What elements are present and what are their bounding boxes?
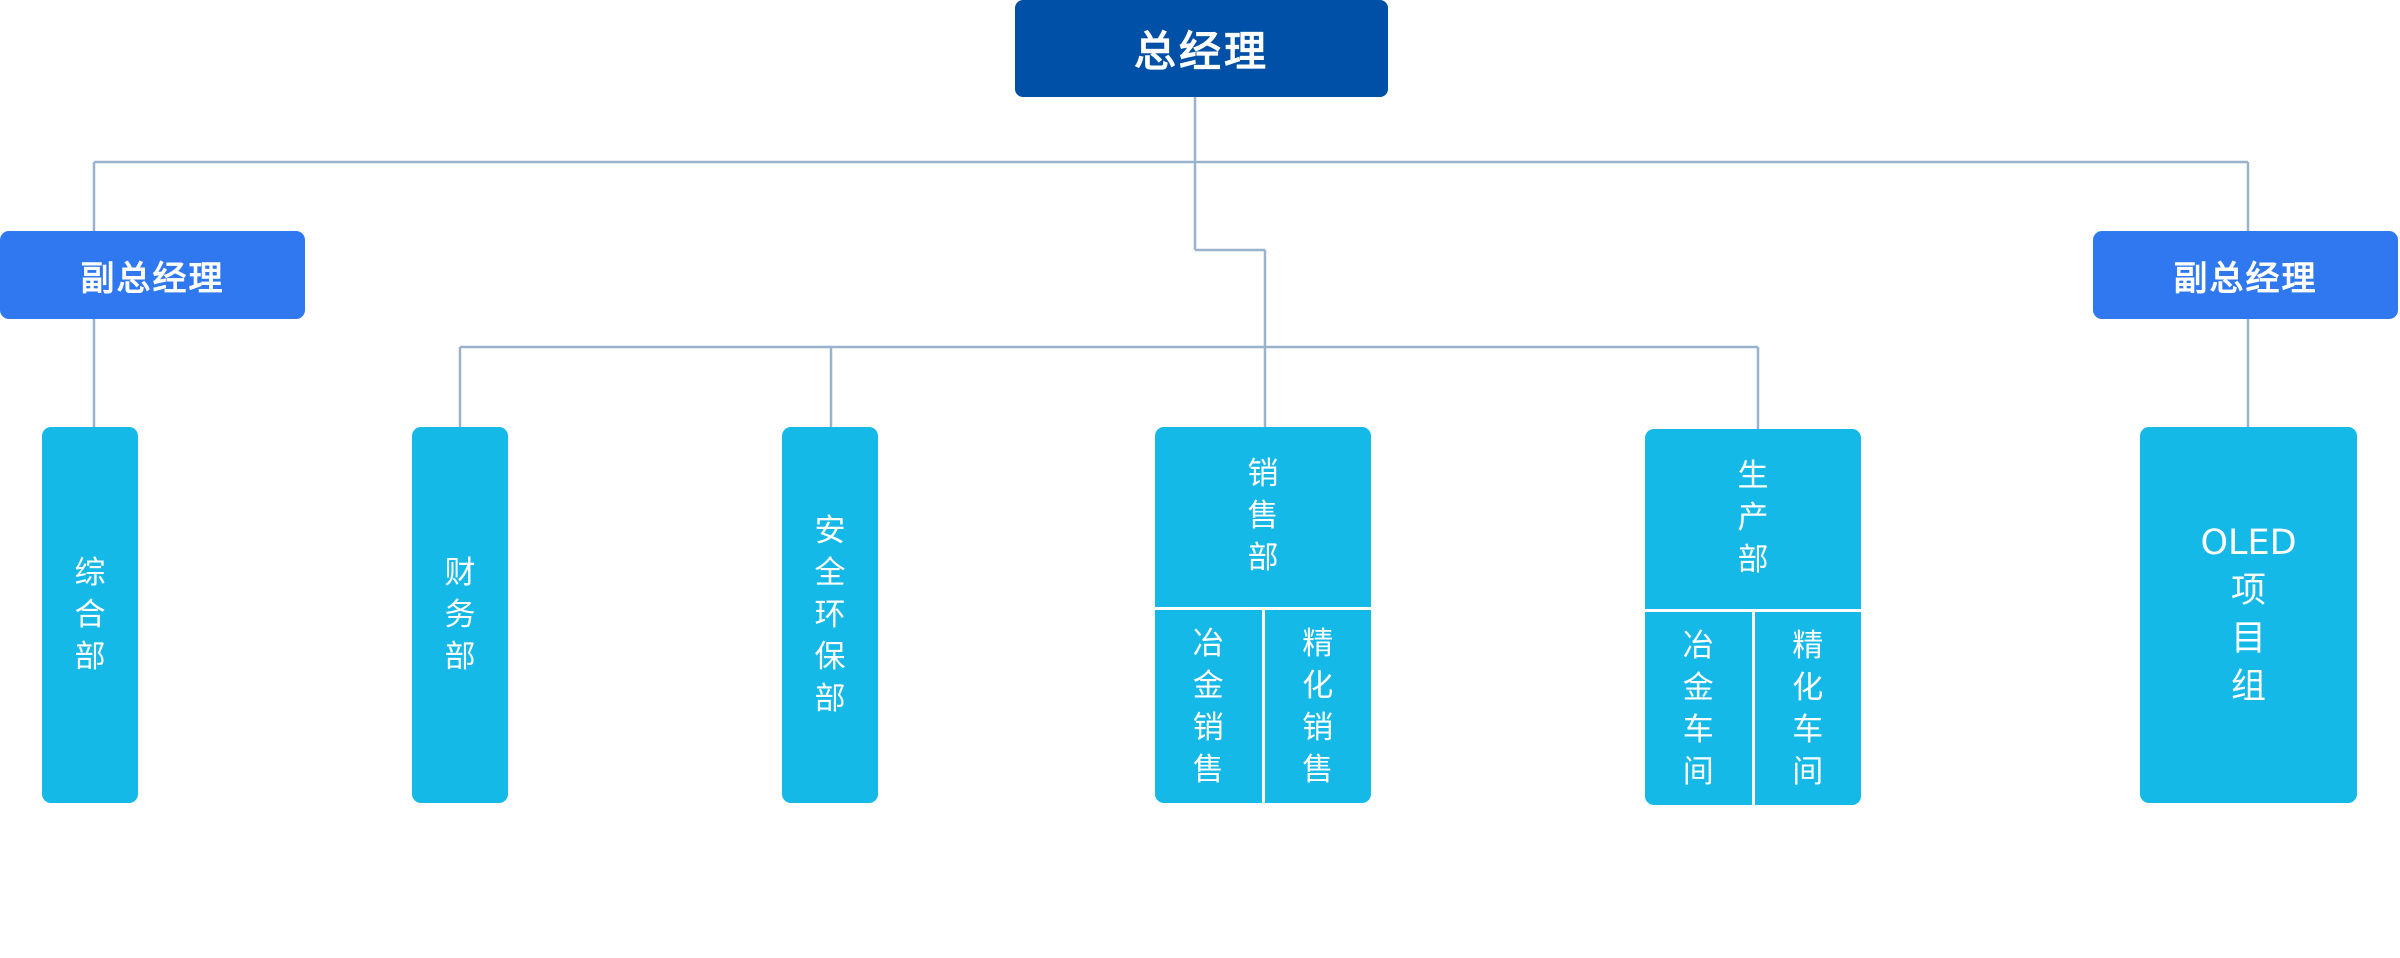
vice-president-left-label: 副总经理 [80, 258, 225, 299]
subunit-metallurgy-sales-label: 冶 金 销 售 [1192, 625, 1224, 788]
vice-president-right-label: 副总经理 [2173, 258, 2318, 299]
dept-safety: 安 全 环 保 部 [782, 427, 878, 803]
ceo-box: 总经理 [1015, 0, 1388, 97]
ceo-label: 总经理 [1133, 27, 1269, 76]
dept-sales-header: 销 售 部 [1155, 427, 1371, 604]
dept-sales: 销 售 部 冶 金 销 售 精 化 销 售 [1155, 427, 1371, 803]
vice-president-right-box: 副总经理 [2093, 231, 2398, 319]
dept-finance-label: 财 务 部 [444, 555, 476, 675]
dept-sales-subunits: 冶 金 销 售 精 化 销 售 [1155, 607, 1371, 803]
subunit-fine-chemical-workshop: 精 化 车 间 [1751, 612, 1862, 805]
dept-production: 生 产 部 冶 金 车 间 精 化 车 间 [1645, 429, 1861, 805]
dept-production-header: 生 产 部 [1645, 429, 1861, 606]
subunit-metallurgy-sales: 冶 金 销 售 [1155, 610, 1262, 803]
dept-general-affairs: 综 合 部 [42, 427, 138, 803]
dept-oled-project-group-label: OLED 项 目 组 [2200, 523, 2297, 707]
dept-safety-label: 安 全 环 保 部 [814, 513, 846, 717]
subunit-fine-chemical-workshop-label: 精 化 车 间 [1792, 627, 1824, 790]
subunit-metallurgy-workshop-label: 冶 金 车 间 [1682, 627, 1714, 790]
subunit-metallurgy-workshop: 冶 金 车 间 [1645, 612, 1752, 805]
vice-president-left-box: 副总经理 [0, 231, 305, 319]
dept-oled-project-group: OLED 项 目 组 [2140, 427, 2357, 803]
dept-sales-label: 销 售 部 [1247, 455, 1279, 576]
subunit-fine-chemical-sales: 精 化 销 售 [1261, 610, 1372, 803]
dept-general-affairs-label: 综 合 部 [74, 555, 106, 675]
subunit-fine-chemical-sales-label: 精 化 销 售 [1302, 625, 1334, 788]
dept-production-label: 生 产 部 [1737, 457, 1769, 578]
dept-production-subunits: 冶 金 车 间 精 化 车 间 [1645, 609, 1861, 805]
dept-finance: 财 务 部 [412, 427, 508, 803]
